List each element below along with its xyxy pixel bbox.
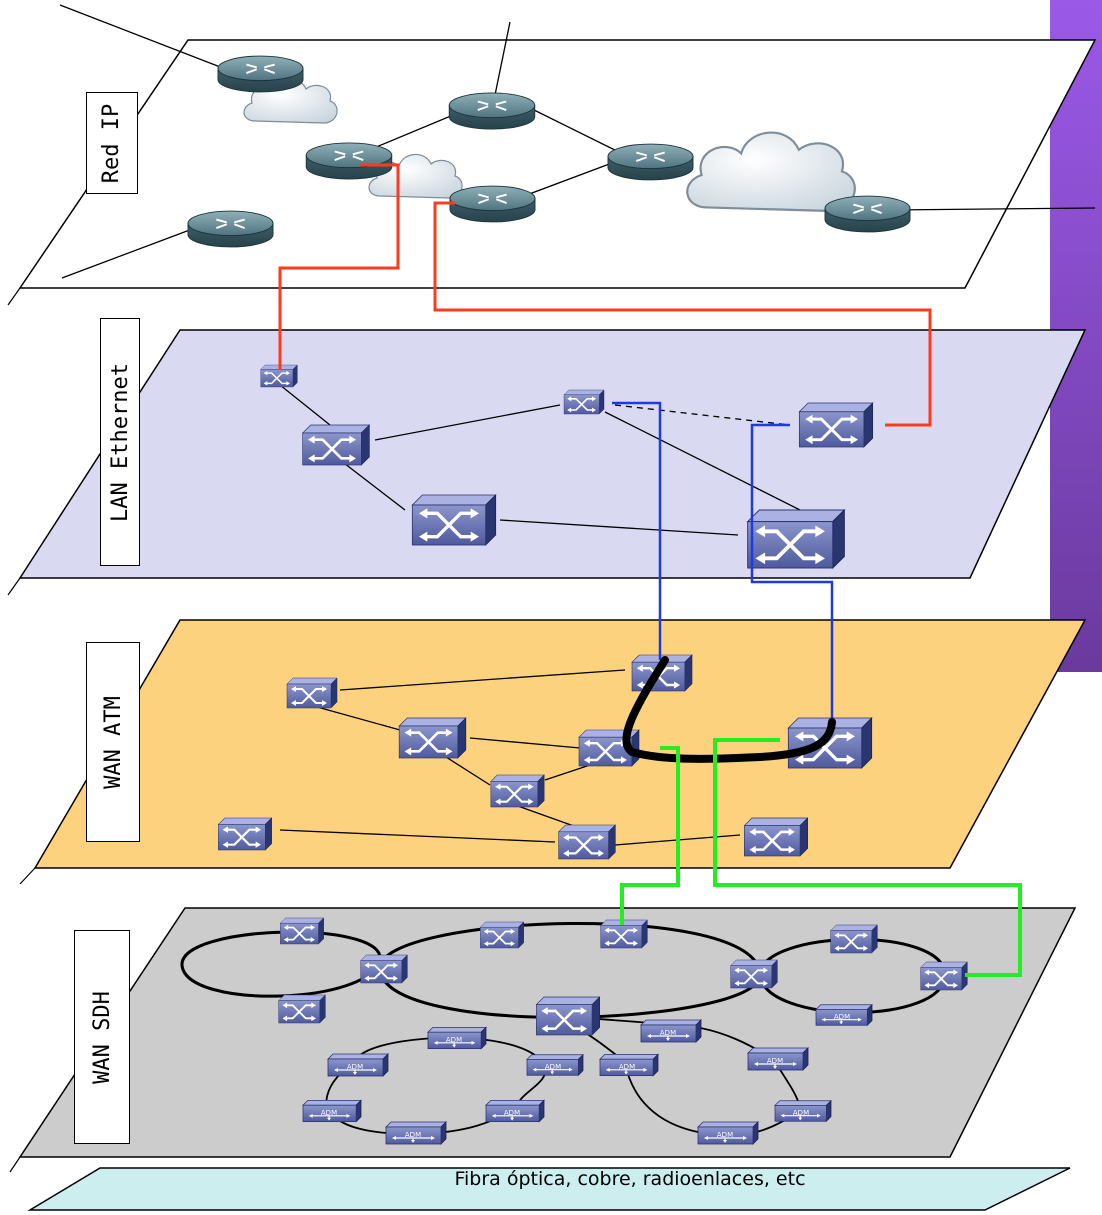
switch-icon (397, 716, 468, 760)
ethernet-to-atm-links (612, 401, 834, 730)
layer-label-sdh: WAN SDH (74, 930, 130, 1144)
switch-icon (489, 773, 546, 809)
adm-units: ADM ADM ADM ADM ADM ADM (302, 1004, 873, 1145)
adm-label: ADM (504, 1109, 520, 1117)
router-icon (448, 91, 536, 131)
physical-media-label: Fibra óptica, cobre, radioenlaces, etc (454, 1168, 806, 1190)
switch-icon (742, 816, 810, 858)
adm-label: ADM (545, 1063, 561, 1071)
switch-icon (535, 995, 601, 1037)
adm-label: ADM (834, 1013, 850, 1021)
switch-icon (285, 676, 339, 710)
adm-icon: ADM (485, 1099, 545, 1123)
router-icon (449, 185, 536, 223)
switch-icon (748, 510, 845, 568)
router-icon (824, 195, 911, 233)
switch-icon (797, 401, 875, 449)
adm-icon: ADM (815, 1004, 873, 1026)
adm-icon: ADM (526, 1054, 584, 1076)
adm-icon: ADM (640, 1019, 702, 1043)
ethernet-plane (18, 329, 1087, 579)
ip-plane (18, 39, 1097, 289)
adm-label: ADM (767, 1057, 783, 1065)
switch-icon (301, 423, 371, 467)
adm-icon: ADM (427, 1026, 487, 1050)
switch-icon (279, 917, 325, 945)
layer-label-ip: Red IP (86, 92, 138, 194)
adm-icon: ADM (599, 1053, 659, 1077)
adm-label: ADM (793, 1109, 809, 1117)
router-icon (187, 210, 274, 248)
adm-icon: ADM (747, 1047, 809, 1071)
ip-to-ethernet-links (278, 163, 932, 427)
physical-media-plane (27, 1167, 1071, 1211)
adm-label: ADM (619, 1063, 635, 1071)
switch-icon (216, 816, 274, 852)
switch-icon (729, 959, 779, 989)
adm-icon: ADM (385, 1121, 447, 1145)
switch-icon (557, 823, 617, 861)
switch-icon (359, 954, 409, 984)
adm-label: ADM (717, 1131, 733, 1139)
adm-label: ADM (347, 1063, 363, 1071)
router-icon (305, 141, 393, 181)
adm-icon: ADM (697, 1121, 759, 1145)
switch-icon (919, 961, 969, 991)
layer-label-ethernet: LAN Ethernet (100, 318, 140, 566)
adm-label: ADM (446, 1036, 462, 1044)
adm-label: ADM (660, 1029, 676, 1037)
switch-icon (829, 924, 879, 954)
switch-icon (277, 994, 327, 1024)
layer-label-atm: WAN ATM (86, 642, 140, 842)
adm-label: ADM (405, 1131, 421, 1139)
adm-label: ADM (321, 1109, 337, 1117)
ethernet-links (279, 384, 801, 536)
switch-icon (479, 921, 525, 949)
adm-icon: ADM (302, 1099, 362, 1123)
atm-to-sdh-links (620, 738, 1022, 977)
adm-icon: ADM (327, 1053, 389, 1077)
router-icon (217, 55, 304, 93)
switch-icon (410, 493, 498, 547)
switch-icon (562, 388, 606, 416)
adm-icon: ADM (774, 1100, 832, 1122)
router-icon (607, 143, 694, 181)
